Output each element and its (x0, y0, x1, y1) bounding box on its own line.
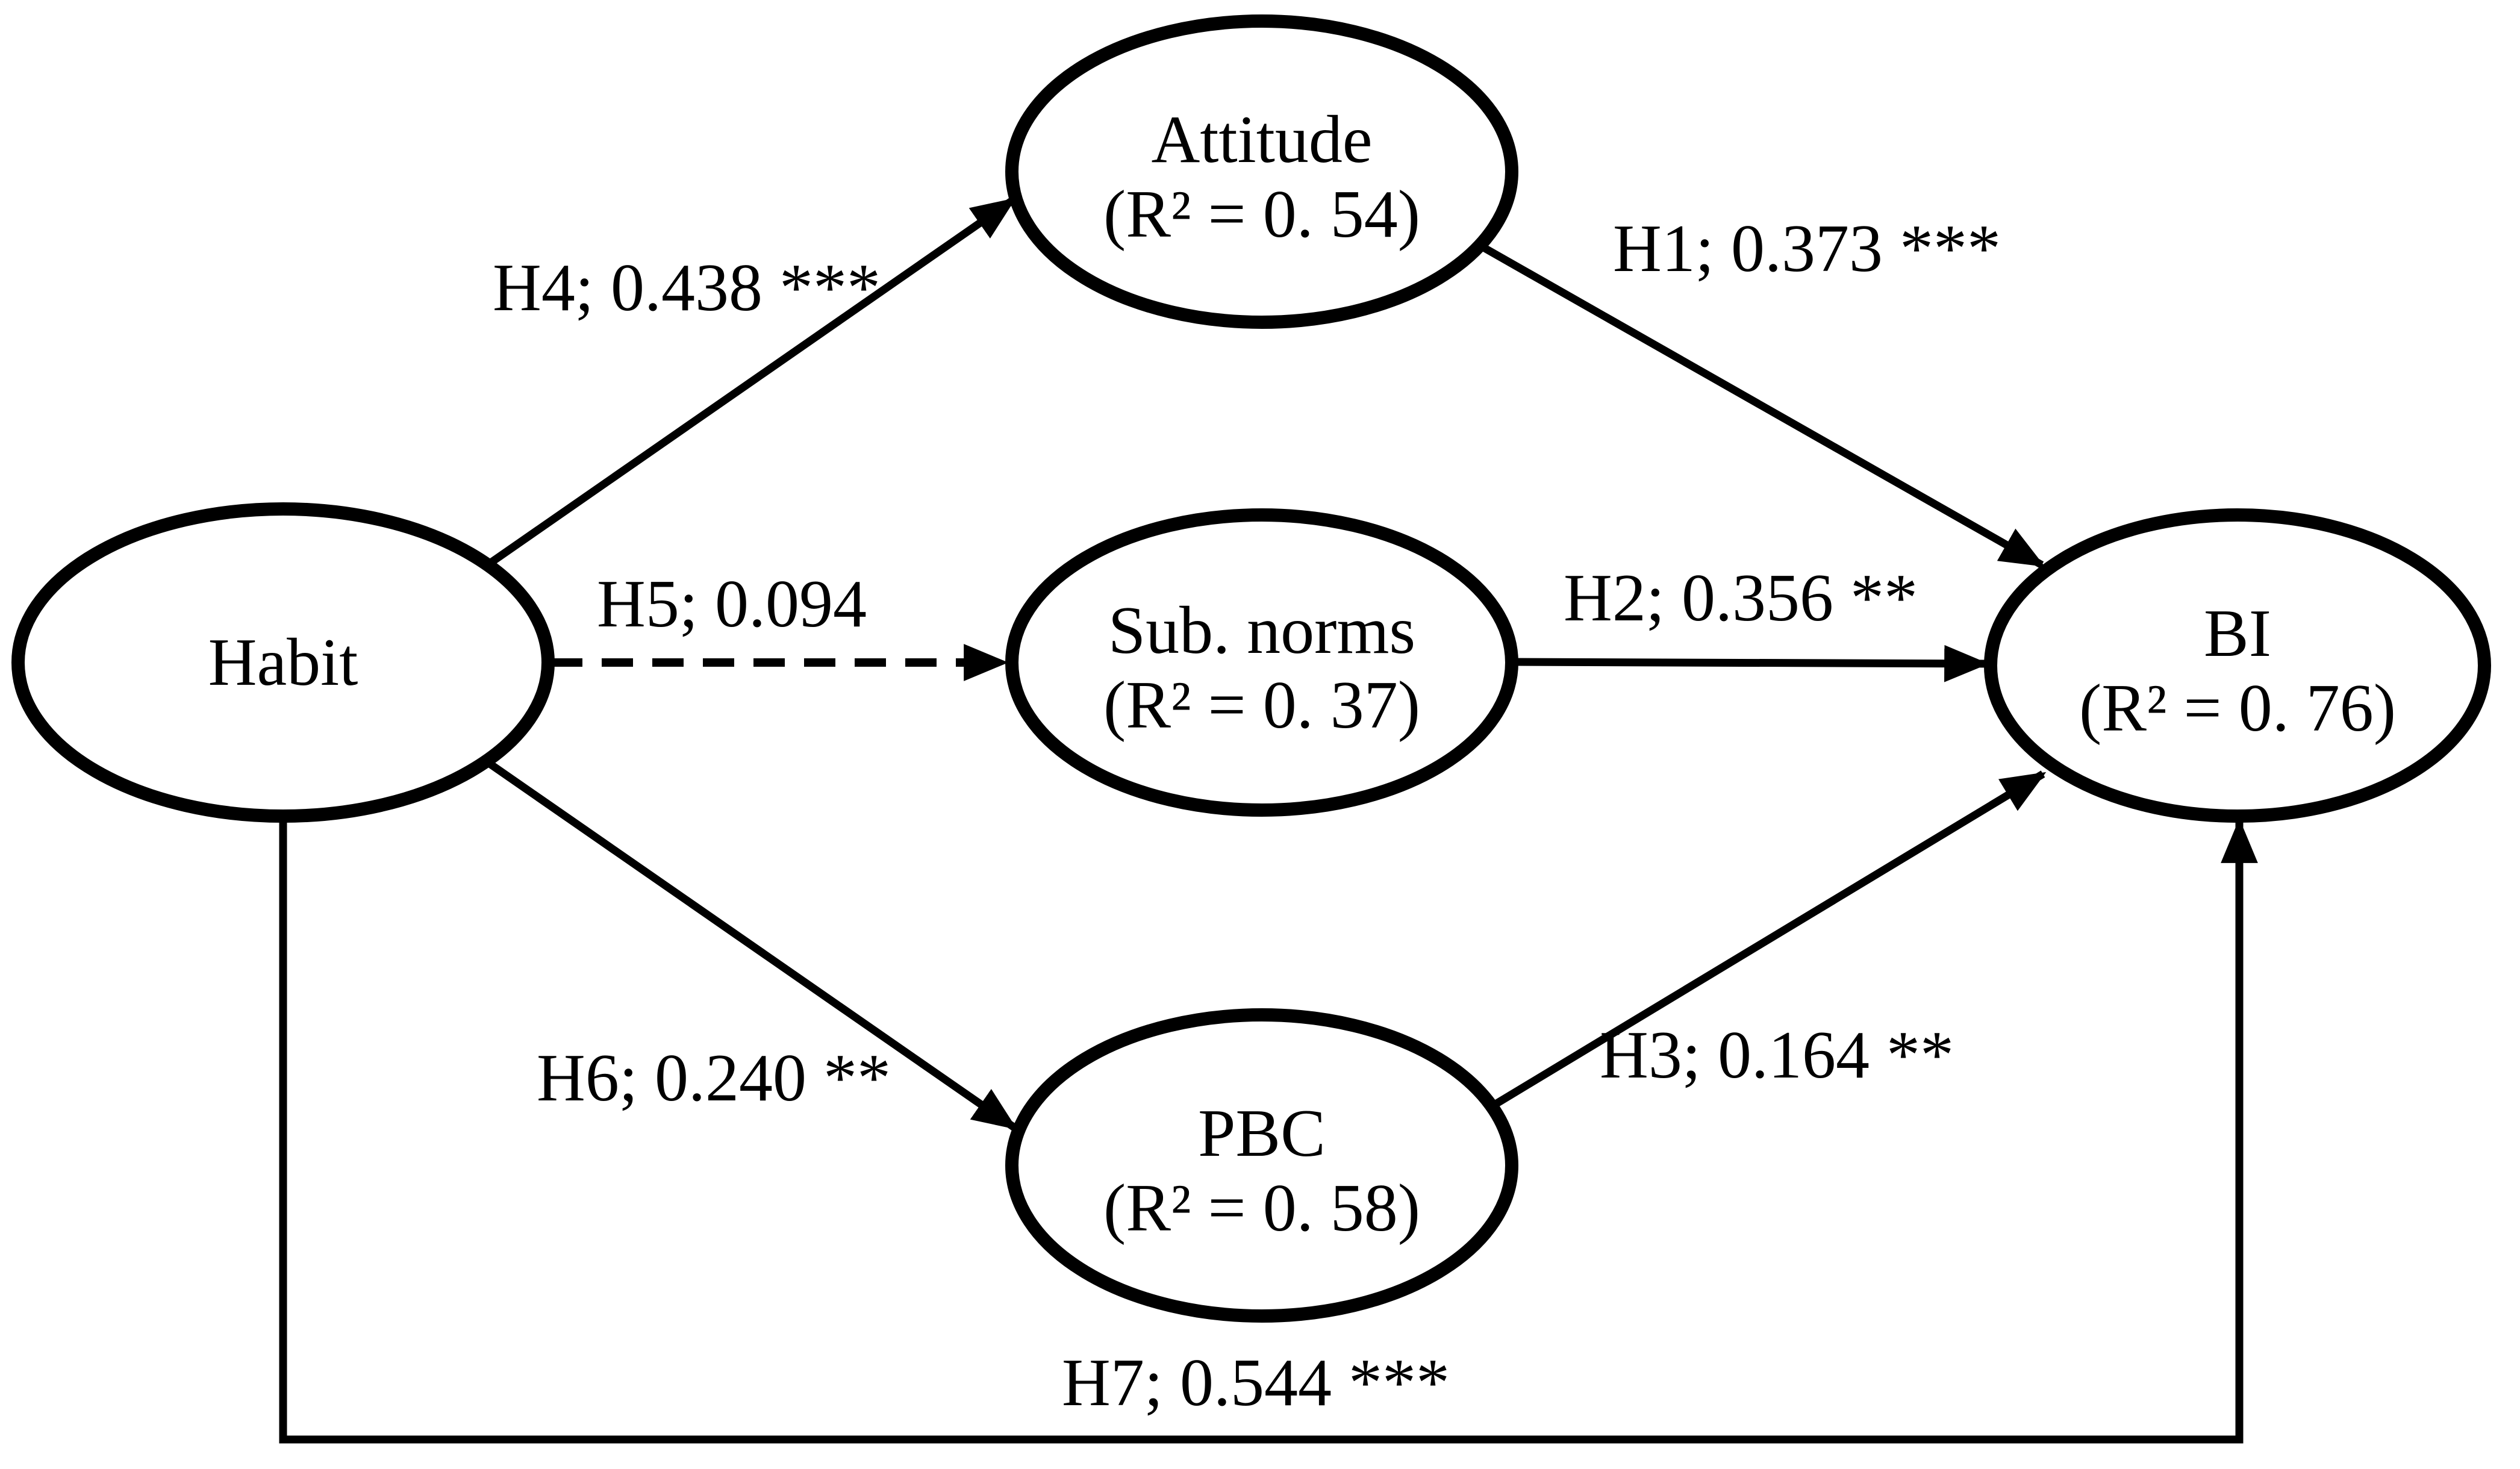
edge-h6-label: H6; 0.240 ** (537, 1041, 891, 1115)
edge-h3-label: H3; 0.164 ** (1600, 1018, 1954, 1093)
node-attitude-label: Attitude (1151, 102, 1372, 177)
node-pbc: PBC (R² = 0. 58) (1005, 1008, 1518, 1323)
node-subnorms-ellipse (1005, 508, 1518, 817)
node-pbc-ellipse (1005, 1008, 1518, 1323)
edge-h7-label: H7; 0.544 *** (1062, 1346, 1450, 1420)
node-habit-ellipse (11, 502, 555, 823)
node-attitude-ellipse (1005, 14, 1518, 329)
node-bi: BI (R² = 0. 76) (1984, 508, 2491, 823)
node-attitude-r2: (R² = 0. 54) (1103, 177, 1420, 252)
edge-h7-arrow (279, 817, 2258, 1444)
node-bi-label: BI (2204, 596, 2271, 671)
edge-h1-arrow (1482, 245, 2045, 569)
node-habit-label: Habit (208, 625, 358, 700)
edge-h6-arrow (473, 750, 1018, 1131)
edge-h2-label: H2; 0.356 ** (1564, 561, 1918, 635)
node-subnorms: Sub. norms (R² = 0. 37) (1005, 508, 1518, 817)
node-bi-r2: (R² = 0. 76) (2079, 671, 2396, 746)
edge-h1-label: H1; 0.373 *** (1613, 211, 2001, 286)
edge-h3-arrow (1491, 770, 2047, 1109)
node-subnorms-label: Sub. norms (1108, 593, 1415, 668)
node-pbc-r2: (R² = 0. 58) (1103, 1171, 1420, 1246)
node-pbc-label: PBC (1198, 1096, 1326, 1171)
node-subnorms-r2: (R² = 0. 37) (1103, 668, 1420, 743)
node-habit: Habit (11, 502, 555, 823)
node-bi-ellipse (1984, 508, 2491, 823)
edge-h4-label: H4; 0.438 *** (493, 251, 881, 325)
edge-h2-arrow (1514, 644, 1989, 682)
edge-h5-label: H5; 0.094 (597, 567, 867, 641)
node-attitude: Attitude (R² = 0. 54) (1005, 14, 1518, 329)
edge-h4-arrow (475, 196, 1017, 576)
